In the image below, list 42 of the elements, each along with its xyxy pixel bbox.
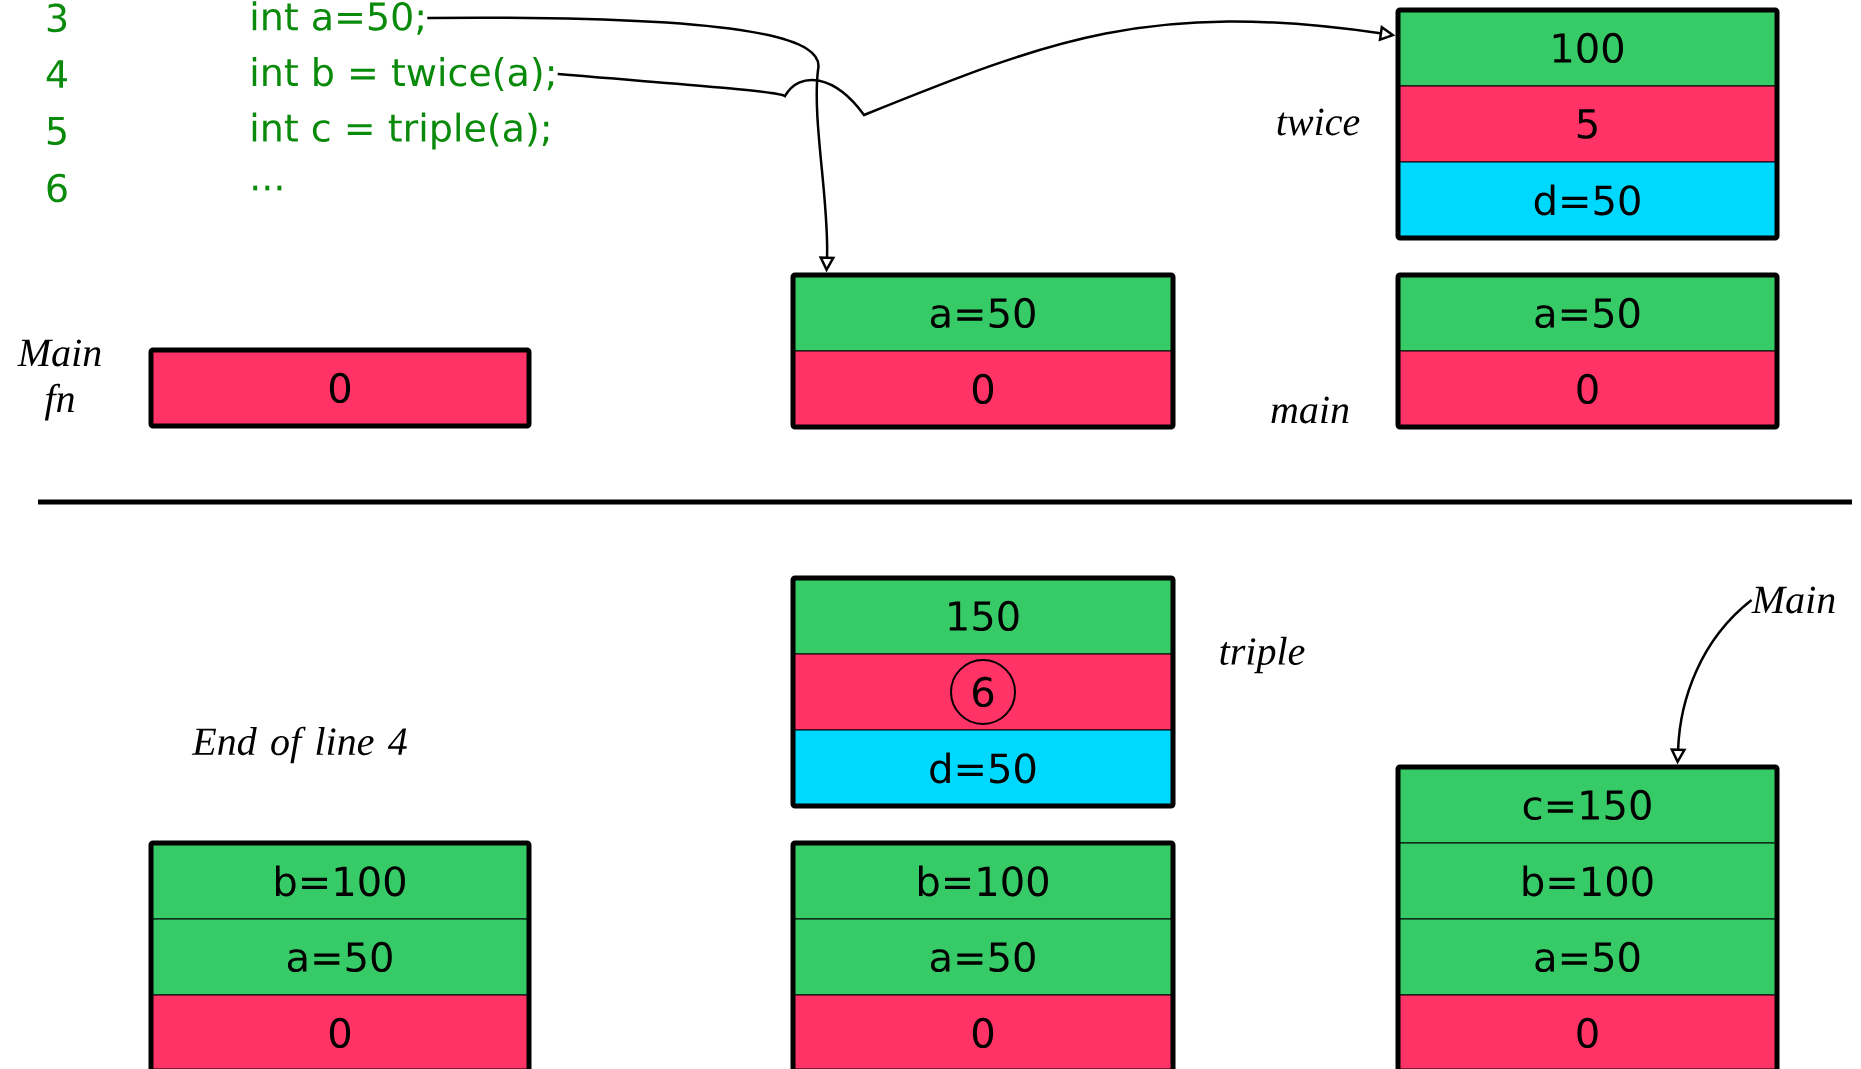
- line-number: 4: [46, 60, 67, 88]
- handwritten-label: twice: [1277, 108, 1360, 136]
- stack-cell: a=50: [792, 918, 1174, 996]
- line-number: 6: [47, 173, 67, 203]
- handwritten-label: Main fn: [17, 339, 101, 421]
- line-number: 5: [47, 116, 66, 146]
- code-line: int c = triple(a);: [252, 112, 549, 150]
- stack-cell: 150: [792, 577, 1174, 655]
- handwritten-note: Main: [1751, 586, 1835, 614]
- stack-cell: a=50: [1397, 274, 1778, 352]
- stack-cell: 0: [1397, 994, 1778, 1069]
- stack-cell: 6: [792, 653, 1174, 731]
- stack-cell: d=50: [1397, 161, 1778, 239]
- code-line: int a=50;: [252, 1, 423, 35]
- stack-cell: b=100: [792, 842, 1174, 920]
- stack-frame: [790, 272, 1176, 430]
- stack-cell: c=150: [1397, 766, 1778, 844]
- handwritten-label: main: [1271, 396, 1349, 424]
- stack-cell: 5: [1397, 85, 1778, 163]
- stack-cell: 100: [1397, 9, 1778, 87]
- stack-frame: [1395, 7, 1780, 241]
- handwritten-label: triple: [1220, 636, 1305, 674]
- stack-cell: 0: [792, 994, 1174, 1069]
- stack-frame: [1395, 764, 1780, 1069]
- stack-cell: a=50: [1397, 918, 1778, 996]
- stack-cell: 0: [150, 994, 530, 1069]
- stack-cell: 0: [792, 350, 1174, 428]
- stack-cell: b=100: [1397, 842, 1778, 920]
- stack-cell: b=100: [150, 842, 530, 920]
- stack-frame: [1395, 272, 1780, 430]
- handwritten-label: End of line 4: [191, 726, 407, 764]
- stack-cell: a=50: [150, 918, 530, 996]
- stack-cell: a=50: [792, 274, 1174, 352]
- stack-frame: [148, 840, 532, 1069]
- code-line: int b = twice(a);: [252, 57, 554, 91]
- stack-frame: [790, 575, 1176, 809]
- stack-cell: d=50: [792, 729, 1174, 807]
- code-line: ...: [253, 185, 282, 191]
- stack-cell: 0: [1397, 350, 1778, 428]
- line-number: 3: [47, 3, 67, 33]
- stack-frame: [790, 840, 1176, 1069]
- stack-cell: 0: [150, 349, 530, 427]
